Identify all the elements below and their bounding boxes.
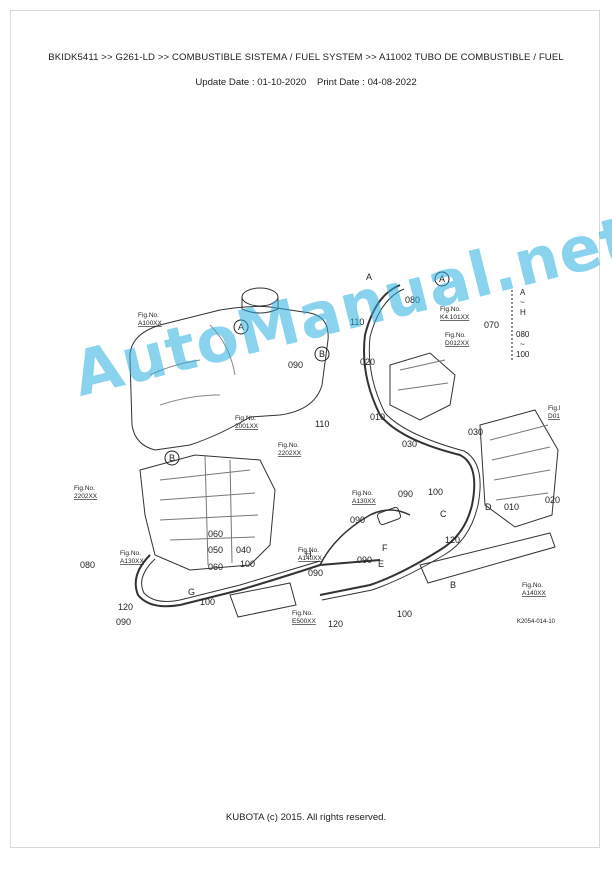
footer-copyright: KUBOTA (c) 2015. All rights reserved. (225, 812, 387, 823)
svg-text:Fig.No.: Fig.No. (522, 582, 543, 589)
svg-text:2202XX: 2202XX (278, 450, 302, 457)
svg-text:090: 090 (116, 617, 131, 627)
svg-text:080: 080 (405, 295, 420, 305)
fuel-filter-assembly (389, 352, 456, 421)
svg-text:K4.101XX: K4.101XX (440, 314, 470, 321)
svg-text:060: 060 (208, 529, 223, 539)
svg-text:Fig.No.: Fig.No. (440, 306, 461, 313)
svg-text:110: 110 (350, 317, 364, 327)
svg-text:D012XX: D012XX (445, 340, 470, 347)
svg-text:070: 070 (484, 320, 499, 330)
svg-text:120: 120 (445, 535, 460, 545)
svg-text:060: 060 (208, 562, 223, 572)
svg-text:Fig.No.: Fig.No. (278, 442, 299, 449)
svg-text:Fig.No.: Fig.No. (298, 547, 319, 554)
svg-text:G: G (188, 587, 195, 597)
page-frame (10, 10, 600, 848)
svg-text:H: H (520, 308, 526, 317)
svg-text:E: E (378, 559, 384, 569)
svg-text:100: 100 (397, 609, 412, 619)
svg-text:A: A (439, 274, 445, 284)
svg-text:2202XX: 2202XX (74, 493, 98, 500)
svg-text:A100XX: A100XX (138, 320, 163, 327)
svg-text:090: 090 (308, 568, 323, 578)
svg-text:B: B (450, 580, 456, 590)
svg-text:040: 040 (236, 545, 251, 555)
svg-text:120: 120 (118, 602, 133, 612)
svg-text:A130XX: A130XX (352, 498, 377, 505)
svg-text:010: 010 (504, 502, 519, 512)
svg-text:Fig.No.: Fig.No. (138, 312, 159, 319)
svg-text:090: 090 (350, 515, 365, 525)
svg-text:Fig.No.: Fig.No. (352, 490, 373, 497)
date-line: Update Date : 01-10-2020 Print Date : 04… (0, 77, 612, 88)
svg-text:080: 080 (516, 330, 530, 339)
svg-text:F: F (382, 543, 388, 553)
svg-text:110: 110 (315, 419, 329, 429)
svg-text:B: B (169, 453, 175, 463)
svg-text:090: 090 (288, 360, 303, 370)
svg-text:D: D (485, 502, 492, 512)
injection-pump (139, 454, 276, 571)
svg-text:090: 090 (398, 489, 413, 499)
figure-code: K2054-014-10 (517, 619, 556, 625)
return-hose (319, 509, 411, 566)
valve-block (479, 409, 559, 528)
svg-text:080: 080 (80, 560, 95, 570)
svg-text:100: 100 (516, 350, 530, 359)
update-date: Update Date : 01-10-2020 (195, 77, 307, 88)
fuel-hose-main (319, 284, 476, 596)
svg-text:A140XX: A140XX (522, 590, 547, 597)
svg-text:A130XX: A130XX (120, 558, 145, 565)
svg-text:C: C (440, 509, 447, 519)
svg-text:2001XX: 2001XX (235, 423, 259, 430)
svg-text:A140XX: A140XX (298, 555, 323, 562)
frame-bracket (419, 532, 556, 584)
svg-text:~: ~ (520, 298, 525, 307)
svg-text:Fig.No.: Fig.No. (548, 405, 560, 412)
svg-text:030: 030 (402, 439, 417, 449)
parts-diagram: 080 110 020 090 010 030 030 110 100 120 … (74, 271, 560, 629)
svg-text:020: 020 (545, 495, 560, 505)
fuel-hose-lower (134, 554, 381, 608)
svg-text:~: ~ (520, 340, 525, 349)
svg-text:H: H (305, 549, 312, 559)
svg-text:100: 100 (428, 487, 443, 497)
svg-text:010: 010 (370, 412, 385, 422)
svg-text:A: A (238, 322, 244, 332)
svg-text:Fig.No.: Fig.No. (292, 610, 313, 617)
breadcrumb: BKIDK5411 >> G261-LD >> COMBUSTIBLE SIST… (48, 52, 564, 63)
svg-text:100: 100 (200, 597, 215, 607)
svg-text:050: 050 (208, 545, 223, 555)
svg-text:A: A (520, 288, 526, 297)
svg-text:B: B (319, 349, 325, 359)
svg-text:090: 090 (357, 555, 372, 565)
svg-text:Fig.No.: Fig.No. (120, 550, 141, 557)
svg-text:D011XX: D011XX (548, 413, 560, 420)
svg-text:120: 120 (328, 619, 343, 629)
fuel-tank (129, 305, 329, 451)
inline-filter (376, 506, 402, 526)
svg-text:100: 100 (240, 559, 255, 569)
print-date: Print Date : 04-08-2022 (316, 77, 417, 88)
svg-text:E500XX: E500XX (292, 618, 317, 625)
svg-text:020: 020 (360, 357, 375, 367)
svg-text:Fig.No.: Fig.No. (74, 485, 95, 492)
svg-text:A: A (366, 272, 372, 282)
svg-text:Fig.No.: Fig.No. (235, 415, 256, 422)
svg-text:030: 030 (468, 427, 483, 437)
svg-text:Fig.No.: Fig.No. (445, 332, 466, 339)
